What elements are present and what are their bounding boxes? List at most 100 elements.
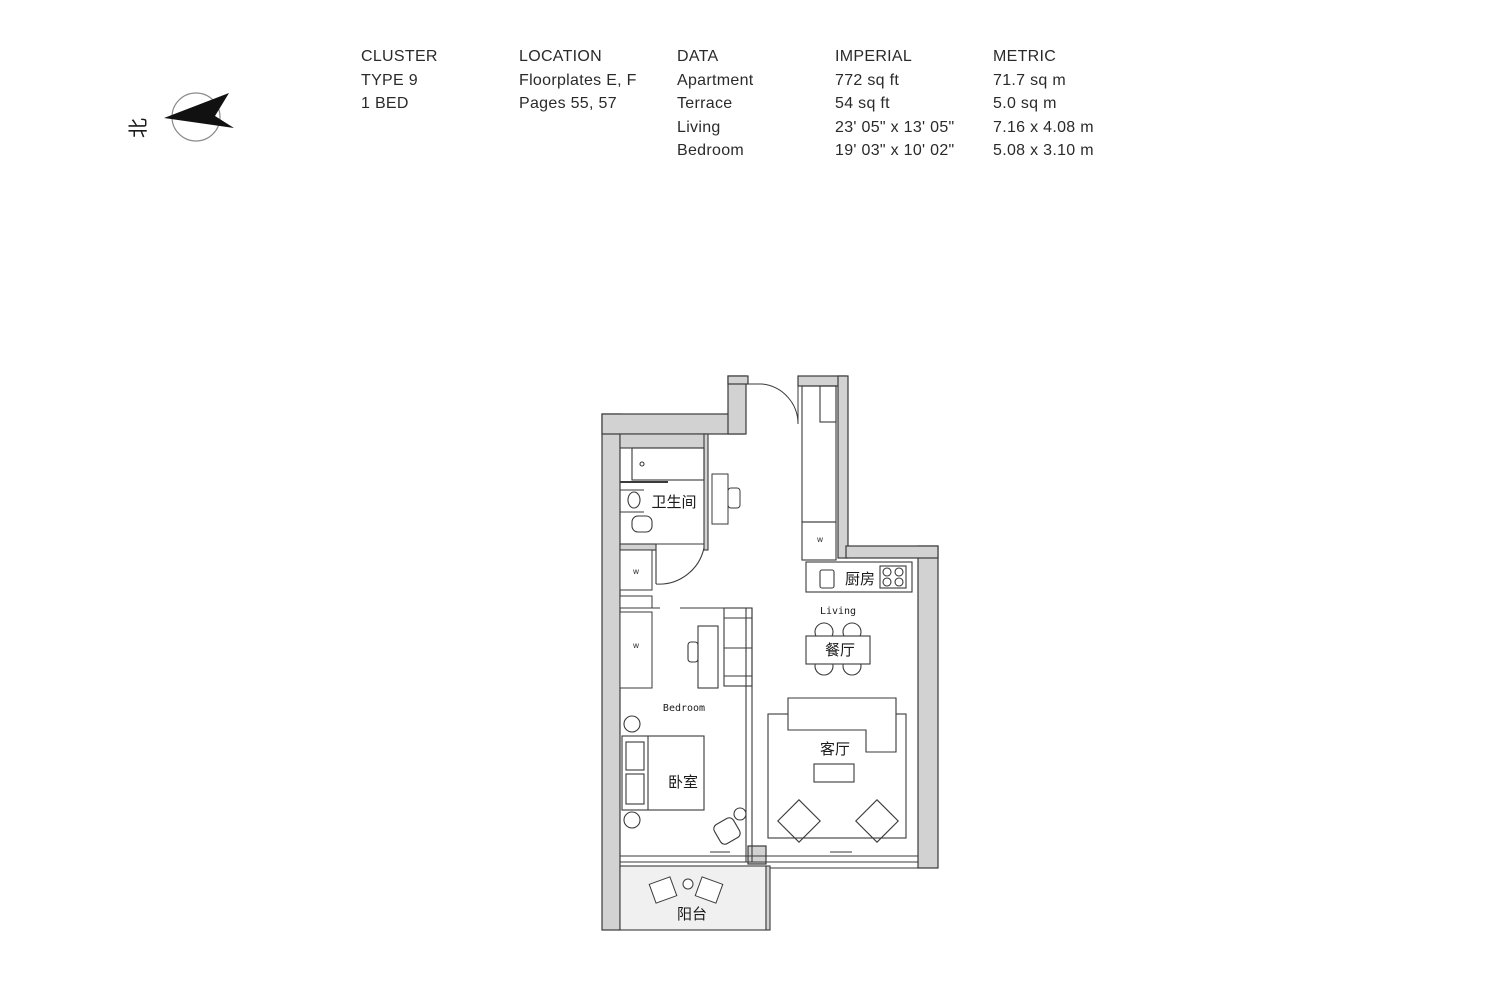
shower — [631, 447, 705, 481]
svg-text:w: w — [633, 567, 640, 576]
wardrobes: w w — [619, 549, 653, 689]
spec-cell: 71.7 sq m — [993, 71, 1066, 89]
kitchen-tall-unit — [801, 385, 837, 523]
desk-chair-icon — [727, 487, 741, 509]
bedroom-partition — [620, 607, 753, 862]
spec-cell: 7.16 x 4.08 m — [993, 118, 1094, 136]
shower-drain-icon — [639, 461, 645, 467]
svg-text:w: w — [633, 641, 640, 650]
spec-header-imperial: IMPERIAL — [835, 48, 913, 65]
wall-right — [917, 545, 939, 869]
spec-col-imperial: IMPERIAL 772 sq ft 54 sq ft 23' 05" x 13… — [835, 45, 993, 163]
svg-text:w: w — [817, 535, 824, 544]
north-arrow-compass: 北 — [128, 92, 234, 142]
bathroom-door — [655, 547, 705, 585]
spec-cell: TYPE 9 — [361, 71, 418, 89]
armchair-icon — [713, 817, 741, 845]
wall-entry-left — [727, 375, 747, 435]
living-en-label: Living — [820, 606, 856, 617]
north-label: 北 — [128, 118, 150, 138]
wardrobe-divider — [619, 595, 653, 609]
kitchen-sink-icon — [819, 569, 835, 589]
balcony-chair-icon — [648, 876, 678, 904]
balcony-label: 阳台 — [677, 905, 707, 923]
balcony-chair-icon — [694, 876, 724, 904]
spec-header-data: DATA — [677, 48, 719, 65]
lounge-chair-icon — [777, 799, 821, 843]
hall-desk — [711, 473, 741, 525]
spec-header-cluster: CLUSTER — [361, 48, 438, 65]
sofa-icon — [787, 697, 897, 753]
wall-right-upper — [837, 375, 849, 559]
coffee-table — [813, 763, 855, 783]
spec-cell: Pages 55, 57 — [519, 95, 617, 112]
spec-cell: 19' 03" x 10' 02" — [835, 142, 955, 159]
spec-cell: 54 sq ft — [835, 95, 890, 112]
bed — [621, 715, 747, 845]
kitchen: w — [801, 385, 913, 593]
kitchen-counter — [805, 561, 913, 593]
north-arrow-icon — [164, 93, 234, 128]
spec-cell: Living — [677, 118, 721, 136]
wardrobe-upper — [619, 549, 653, 591]
bedside-lamp-icon — [623, 715, 641, 733]
bookshelf — [723, 607, 753, 687]
living-area — [767, 697, 907, 843]
lounge-chair-icon — [855, 799, 899, 843]
balcony-floor — [619, 865, 767, 931]
balcony-furniture — [648, 876, 724, 904]
dining-table — [805, 635, 871, 665]
wall-left — [601, 413, 621, 931]
living-label: 客厅 — [820, 740, 850, 758]
wall-living-bottom-left — [747, 845, 767, 865]
stove-icon — [879, 565, 907, 589]
bedroom-en-label: Bedroom — [663, 703, 705, 714]
bathroom-wall-bottom — [619, 543, 657, 551]
bedside-lamp-icon — [623, 811, 641, 829]
bathroom — [619, 433, 709, 585]
spec-cell: Floorplates E, F — [519, 71, 637, 89]
balcony-rail — [765, 865, 771, 931]
spec-col-cluster: CLUSTER TYPE 9 1 BED — [361, 45, 519, 163]
spec-cell: Apartment — [677, 71, 754, 89]
wall-top-left — [601, 413, 745, 435]
dining-label: 餐厅 — [825, 641, 855, 659]
armchair-lamp-icon — [733, 807, 747, 821]
spec-col-location: LOCATION Floorplates E, F Pages 55, 57 — [519, 45, 677, 163]
sink-icon — [627, 491, 641, 509]
dining-set — [805, 622, 871, 676]
spec-header-location: LOCATION — [519, 48, 603, 65]
spec-cell: 5.08 x 3.10 m — [993, 142, 1094, 159]
spec-cell: 772 sq ft — [835, 71, 900, 89]
spec-cell: Terrace — [677, 95, 733, 112]
spec-col-metric: METRIC 71.7 sq m 5.0 sq m 7.16 x 4.08 m … — [993, 45, 1151, 163]
pillow-icon — [625, 741, 645, 771]
wardrobe-lower — [619, 611, 653, 689]
spec-cell: 23' 05" x 13' 05" — [835, 118, 955, 136]
toilet-icon — [631, 515, 653, 533]
bathroom-wall-right — [703, 433, 709, 551]
glazing — [620, 851, 918, 869]
fridge — [801, 521, 837, 561]
spec-col-data: DATA Apartment Terrace Living Bedroom — [677, 45, 835, 163]
study-desk — [697, 625, 719, 689]
kitchen-label: 厨房 — [845, 570, 875, 588]
bathroom-wall-top — [619, 433, 707, 449]
spec-cell: 5.0 sq m — [993, 95, 1057, 112]
wall-right-top — [845, 545, 939, 559]
bathroom-label: 卫生间 — [651, 493, 696, 511]
bedroom-label: 卧室 — [668, 773, 698, 791]
study-chair-icon — [687, 641, 699, 663]
balcony — [619, 865, 771, 931]
spec-header-metric: METRIC — [993, 48, 1057, 65]
spec-cell: 1 BED — [361, 95, 409, 112]
balcony-table-icon — [682, 878, 694, 890]
entry-door — [748, 383, 799, 425]
exterior-walls — [601, 375, 939, 931]
pillow-icon — [625, 773, 645, 805]
spec-table: CLUSTER TYPE 9 1 BED LOCATION Floorplate… — [361, 45, 1151, 163]
spec-cell: Bedroom — [677, 142, 745, 159]
wall-entry-cap — [727, 375, 749, 385]
bed-frame — [621, 735, 705, 811]
